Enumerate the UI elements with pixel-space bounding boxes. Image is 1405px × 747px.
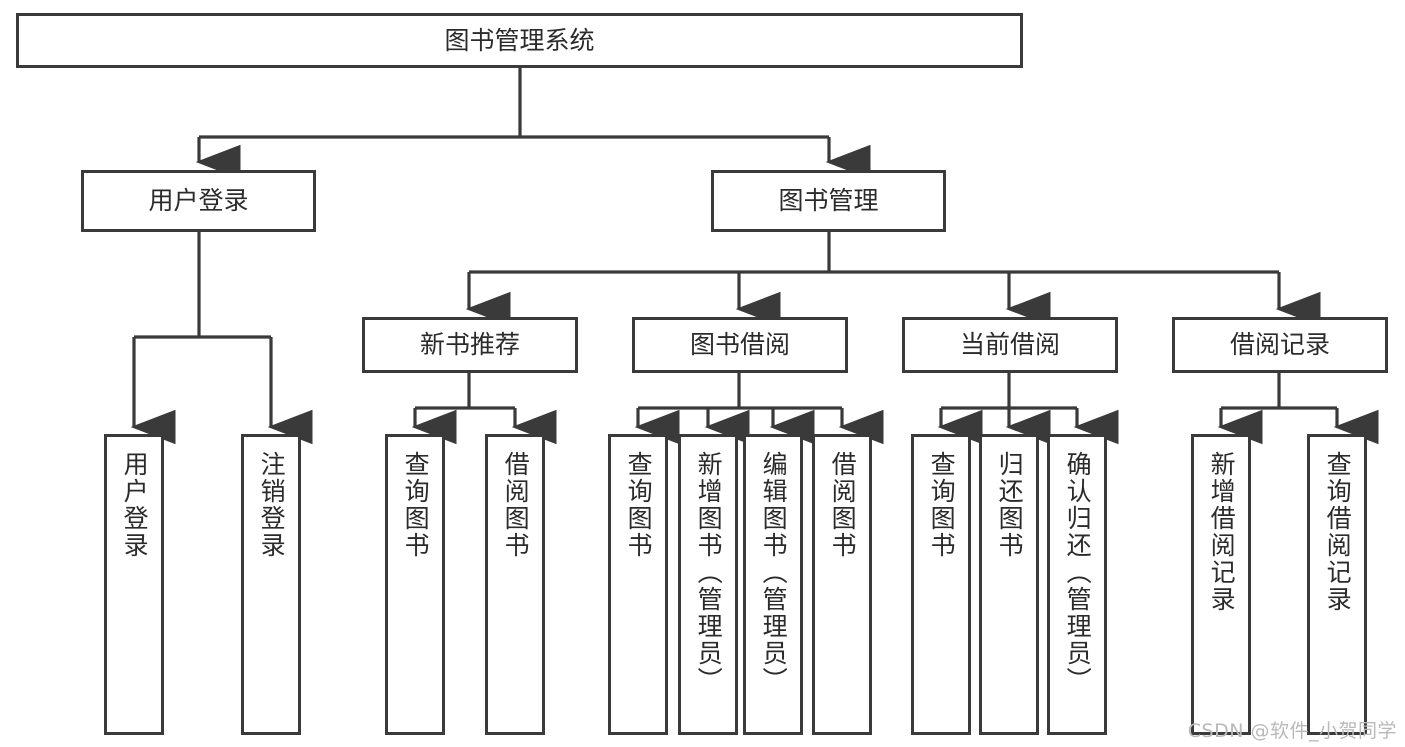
watermark-text: CSDN @软件_小贺同学	[1187, 720, 1397, 742]
node-label: 新增借阅记录	[1207, 451, 1237, 613]
node-label: 当前借阅	[959, 330, 1060, 360]
node-label: 查询借阅记录	[1323, 451, 1353, 613]
node-label: 查询图书	[927, 451, 957, 559]
node-label: 借阅图书	[828, 451, 858, 559]
node-leaf-user-login[interactable]: 用户登录	[104, 434, 164, 735]
node-label: 查询图书	[401, 451, 431, 559]
node-borrow-record[interactable]: 借阅记录	[1172, 317, 1388, 373]
node-label: 借阅图书	[501, 451, 531, 559]
node-label: 新增图书（管理员）	[694, 451, 724, 694]
node-leaf-edit-book[interactable]: 编辑图书（管理员）	[743, 434, 803, 735]
node-leaf-query-record[interactable]: 查询借阅记录	[1307, 434, 1367, 735]
node-leaf-query-book-1[interactable]: 查询图书	[385, 434, 445, 735]
node-label: 注销登录	[257, 451, 287, 559]
node-leaf-logout[interactable]: 注销登录	[241, 434, 301, 735]
node-label: 图书管理系统	[444, 25, 595, 55]
node-leaf-query-book-2[interactable]: 查询图书	[608, 434, 668, 735]
node-label: 图书借阅	[689, 330, 790, 360]
node-label: 新书推荐	[419, 330, 520, 360]
node-label: 图书管理	[778, 186, 879, 216]
node-leaf-borrow-book-1[interactable]: 借阅图书	[485, 434, 545, 735]
node-leaf-query-book-3[interactable]: 查询图书	[911, 434, 971, 735]
node-leaf-add-book[interactable]: 新增图书（管理员）	[678, 434, 738, 735]
node-user-login[interactable]: 用户登录	[81, 170, 316, 232]
node-label: 借阅记录	[1229, 330, 1330, 360]
node-label: 用户登录	[120, 451, 150, 559]
node-label: 归还图书	[995, 451, 1025, 559]
node-new-book-recommend[interactable]: 新书推荐	[362, 317, 578, 373]
node-leaf-add-record[interactable]: 新增借阅记录	[1191, 434, 1251, 735]
node-label: 编辑图书（管理员）	[759, 451, 789, 694]
node-book-borrow[interactable]: 图书借阅	[632, 317, 848, 373]
node-root-system[interactable]: 图书管理系统	[16, 13, 1023, 68]
node-leaf-return-book[interactable]: 归还图书	[979, 434, 1039, 735]
node-book-manage[interactable]: 图书管理	[711, 170, 946, 232]
node-label: 查询图书	[624, 451, 654, 559]
node-current-borrow[interactable]: 当前借阅	[902, 317, 1118, 373]
node-label: 确认归还（管理员）	[1063, 451, 1093, 694]
node-leaf-confirm-return[interactable]: 确认归还（管理员）	[1047, 434, 1107, 735]
node-leaf-borrow-book-2[interactable]: 借阅图书	[812, 434, 872, 735]
node-label: 用户登录	[148, 186, 249, 216]
